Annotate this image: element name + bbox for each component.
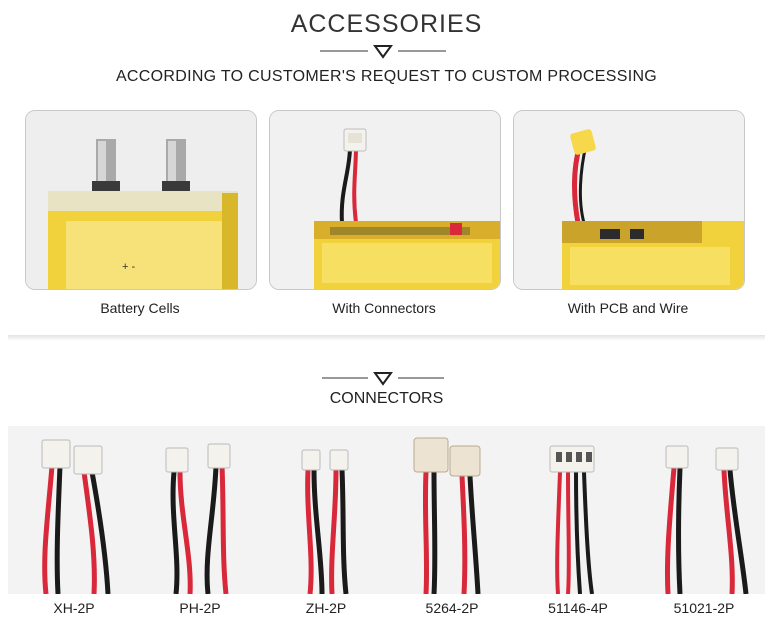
connector-label-5264-2p: 5264-2P (425, 600, 479, 616)
page-title: ACCESSORIES (290, 10, 483, 38)
title-divider (320, 45, 446, 59)
page-subtitle: ACCORDING TO CUSTOMER'S REQUEST TO CUSTO… (115, 68, 658, 85)
51021-2p-connector-image (664, 445, 749, 594)
with-pcb-wire-card[interactable] (513, 110, 745, 290)
51146-4p-connector-image (549, 445, 595, 594)
down-triangle-icon (373, 45, 393, 59)
with-connectors-image (270, 111, 500, 289)
connector-label-ph-2p: PH-2P (179, 600, 221, 616)
with-pcb-wire-image (514, 111, 744, 289)
zh-2p-connector-image (301, 449, 349, 594)
connectors-divider (322, 372, 444, 386)
with-connectors-card[interactable] (269, 110, 501, 290)
xh-2p-connector-image (41, 439, 111, 594)
battery-cells-card[interactable]: + - (25, 110, 257, 290)
with-pcb-wire-label: With PCB and Wire (567, 300, 689, 316)
connector-label-51021-2p: 51021-2P (673, 600, 735, 616)
connector-label-zh-2p: ZH-2P (305, 600, 347, 616)
cell-polarity-marking: + - (122, 261, 136, 273)
battery-cells-image (26, 111, 256, 289)
5264-2p-connector-image (413, 437, 481, 594)
battery-cells-label: Battery Cells (100, 300, 180, 316)
ph-2p-connector-image (165, 443, 231, 594)
section-separator (8, 335, 765, 341)
connector-label-xh-2p: XH-2P (53, 600, 95, 616)
with-connectors-label: With Connectors (332, 300, 436, 316)
down-triangle-icon (373, 372, 393, 386)
connectors-strip (8, 426, 765, 594)
connector-label-51146-4p: 51146-4P (548, 600, 608, 616)
connectors-title: CONNECTORS (329, 390, 444, 407)
